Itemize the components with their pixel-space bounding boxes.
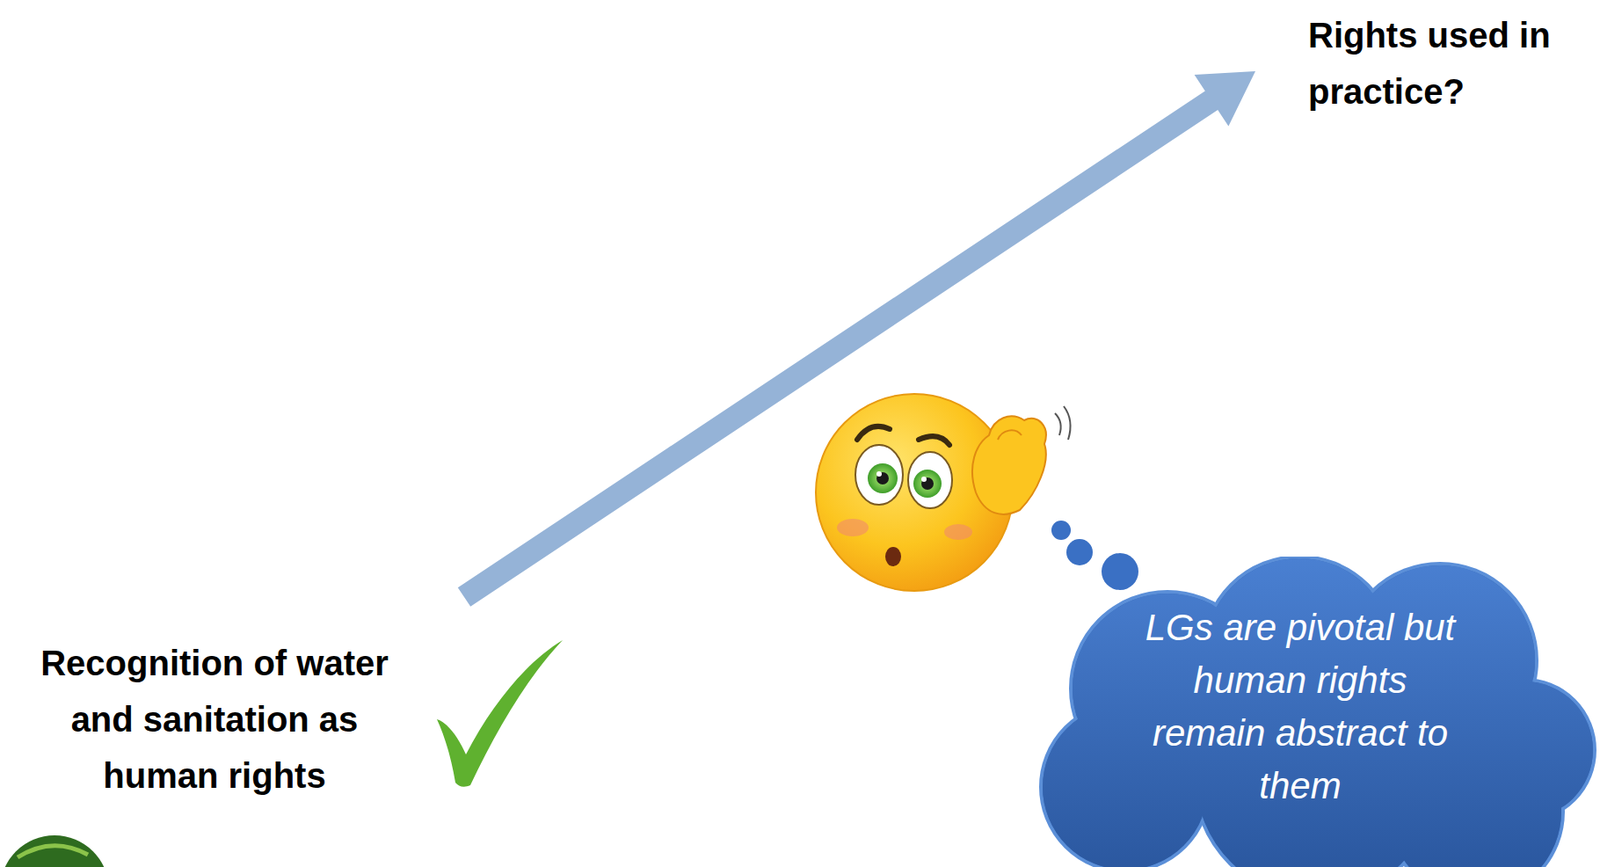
thought-dot [1101, 552, 1139, 590]
check-mark [436, 640, 563, 787]
thought-cloud: LGs are pivotal but human rights remain … [1035, 556, 1600, 867]
stage-text: Recognition of water and sanitation as h… [12, 634, 417, 804]
stage-label: Recognition of water and sanitation as h… [12, 634, 417, 804]
thought-dot [1051, 520, 1071, 540]
progress-arrow [458, 71, 1256, 607]
stage-text: Rights used in practice? [1308, 7, 1555, 120]
puzzled-emoji [815, 393, 1071, 591]
stage-label: Rights used in practice? [1308, 7, 1555, 120]
cloud-text: LGs are pivotal but human rights remain … [1141, 601, 1459, 813]
thought-dot [1066, 538, 1093, 566]
cloud-fill [1042, 558, 1593, 867]
logo-fragment [0, 835, 110, 867]
cloud-outline [1040, 556, 1595, 867]
